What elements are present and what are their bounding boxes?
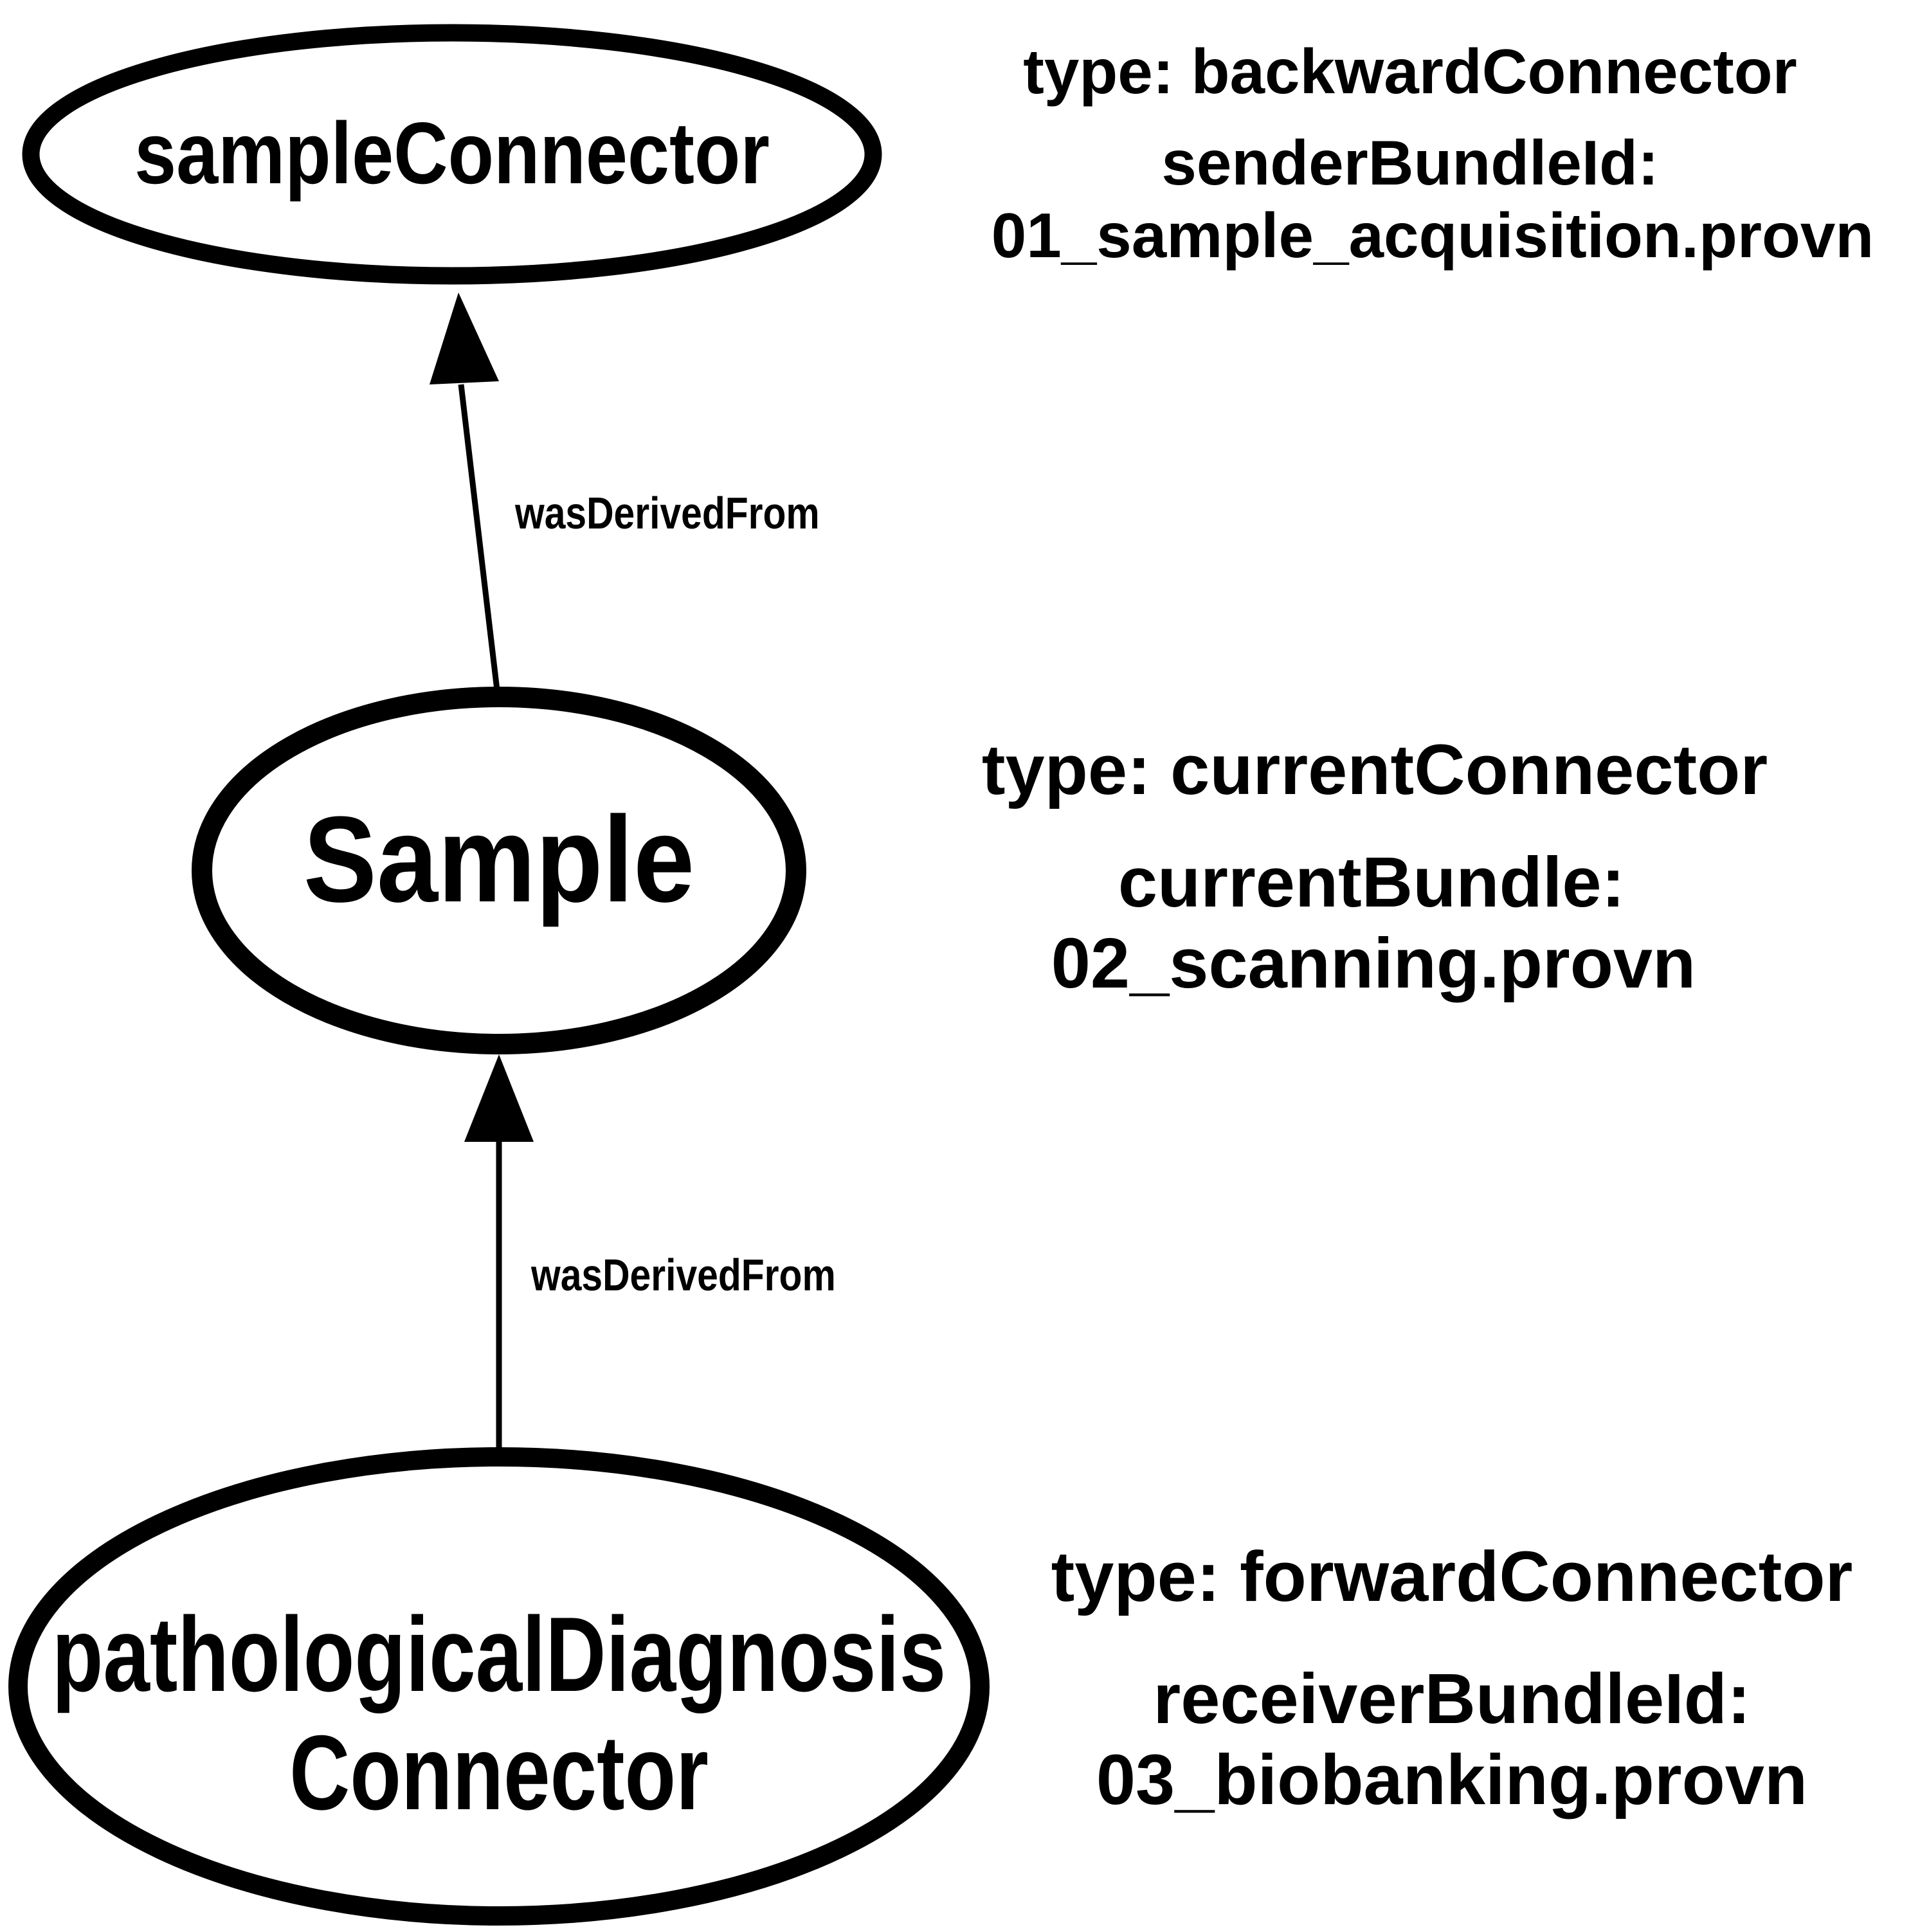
node-ellipse [192, 687, 806, 1054]
edge-pathological-to-sample: wasDerivedFrom [464, 1054, 836, 1453]
edge-label: wasDerivedFrom [530, 1249, 836, 1300]
edge-sample-to-sampleconnector: wasDerivedFrom [430, 293, 820, 691]
node-label: sampleConnector [134, 104, 770, 202]
info-value: 03_biobanking.provn [1096, 1740, 1807, 1819]
info-sample: type: currentConnector currentBundle: 02… [982, 730, 1768, 1003]
info-value: 02_scanning.provn [1051, 924, 1696, 1003]
info-sampleconnector: type: backwardConnector senderBundleId: … [992, 36, 1874, 271]
info-value: 01_sample_acquisition.provn [992, 200, 1874, 271]
node-pathologicaldiagnosisconnector: pathologicalDiagnosis Connector [8, 1447, 990, 1926]
node-ellipse [22, 24, 882, 285]
node-label: Sample [303, 791, 694, 928]
node-sample: Sample [192, 687, 806, 1054]
info-type: type: forwardConnector [1051, 1537, 1853, 1616]
info-type: type: currentConnector [982, 730, 1768, 809]
node-sampleconnector: sampleConnector [22, 24, 882, 285]
info-type: type: backwardConnector [1023, 36, 1797, 107]
node-label-line2: Connector [289, 1713, 709, 1832]
node-label-line1: pathologicalDiagnosis [52, 1594, 946, 1713]
edge-line [458, 384, 500, 691]
info-key: receiverBundleId: [1153, 1659, 1750, 1738]
info-key: senderBundleId: [1161, 127, 1658, 198]
node-ellipse [8, 1447, 990, 1926]
arrowhead-icon [464, 1054, 534, 1142]
info-key: currentBundle: [1118, 843, 1625, 922]
edge-label: wasDerivedFrom [514, 487, 820, 538]
arrowhead-icon [430, 293, 499, 384]
info-pathologicaldiagnosisconnector: type: forwardConnector receiverBundleId:… [1051, 1537, 1853, 1819]
